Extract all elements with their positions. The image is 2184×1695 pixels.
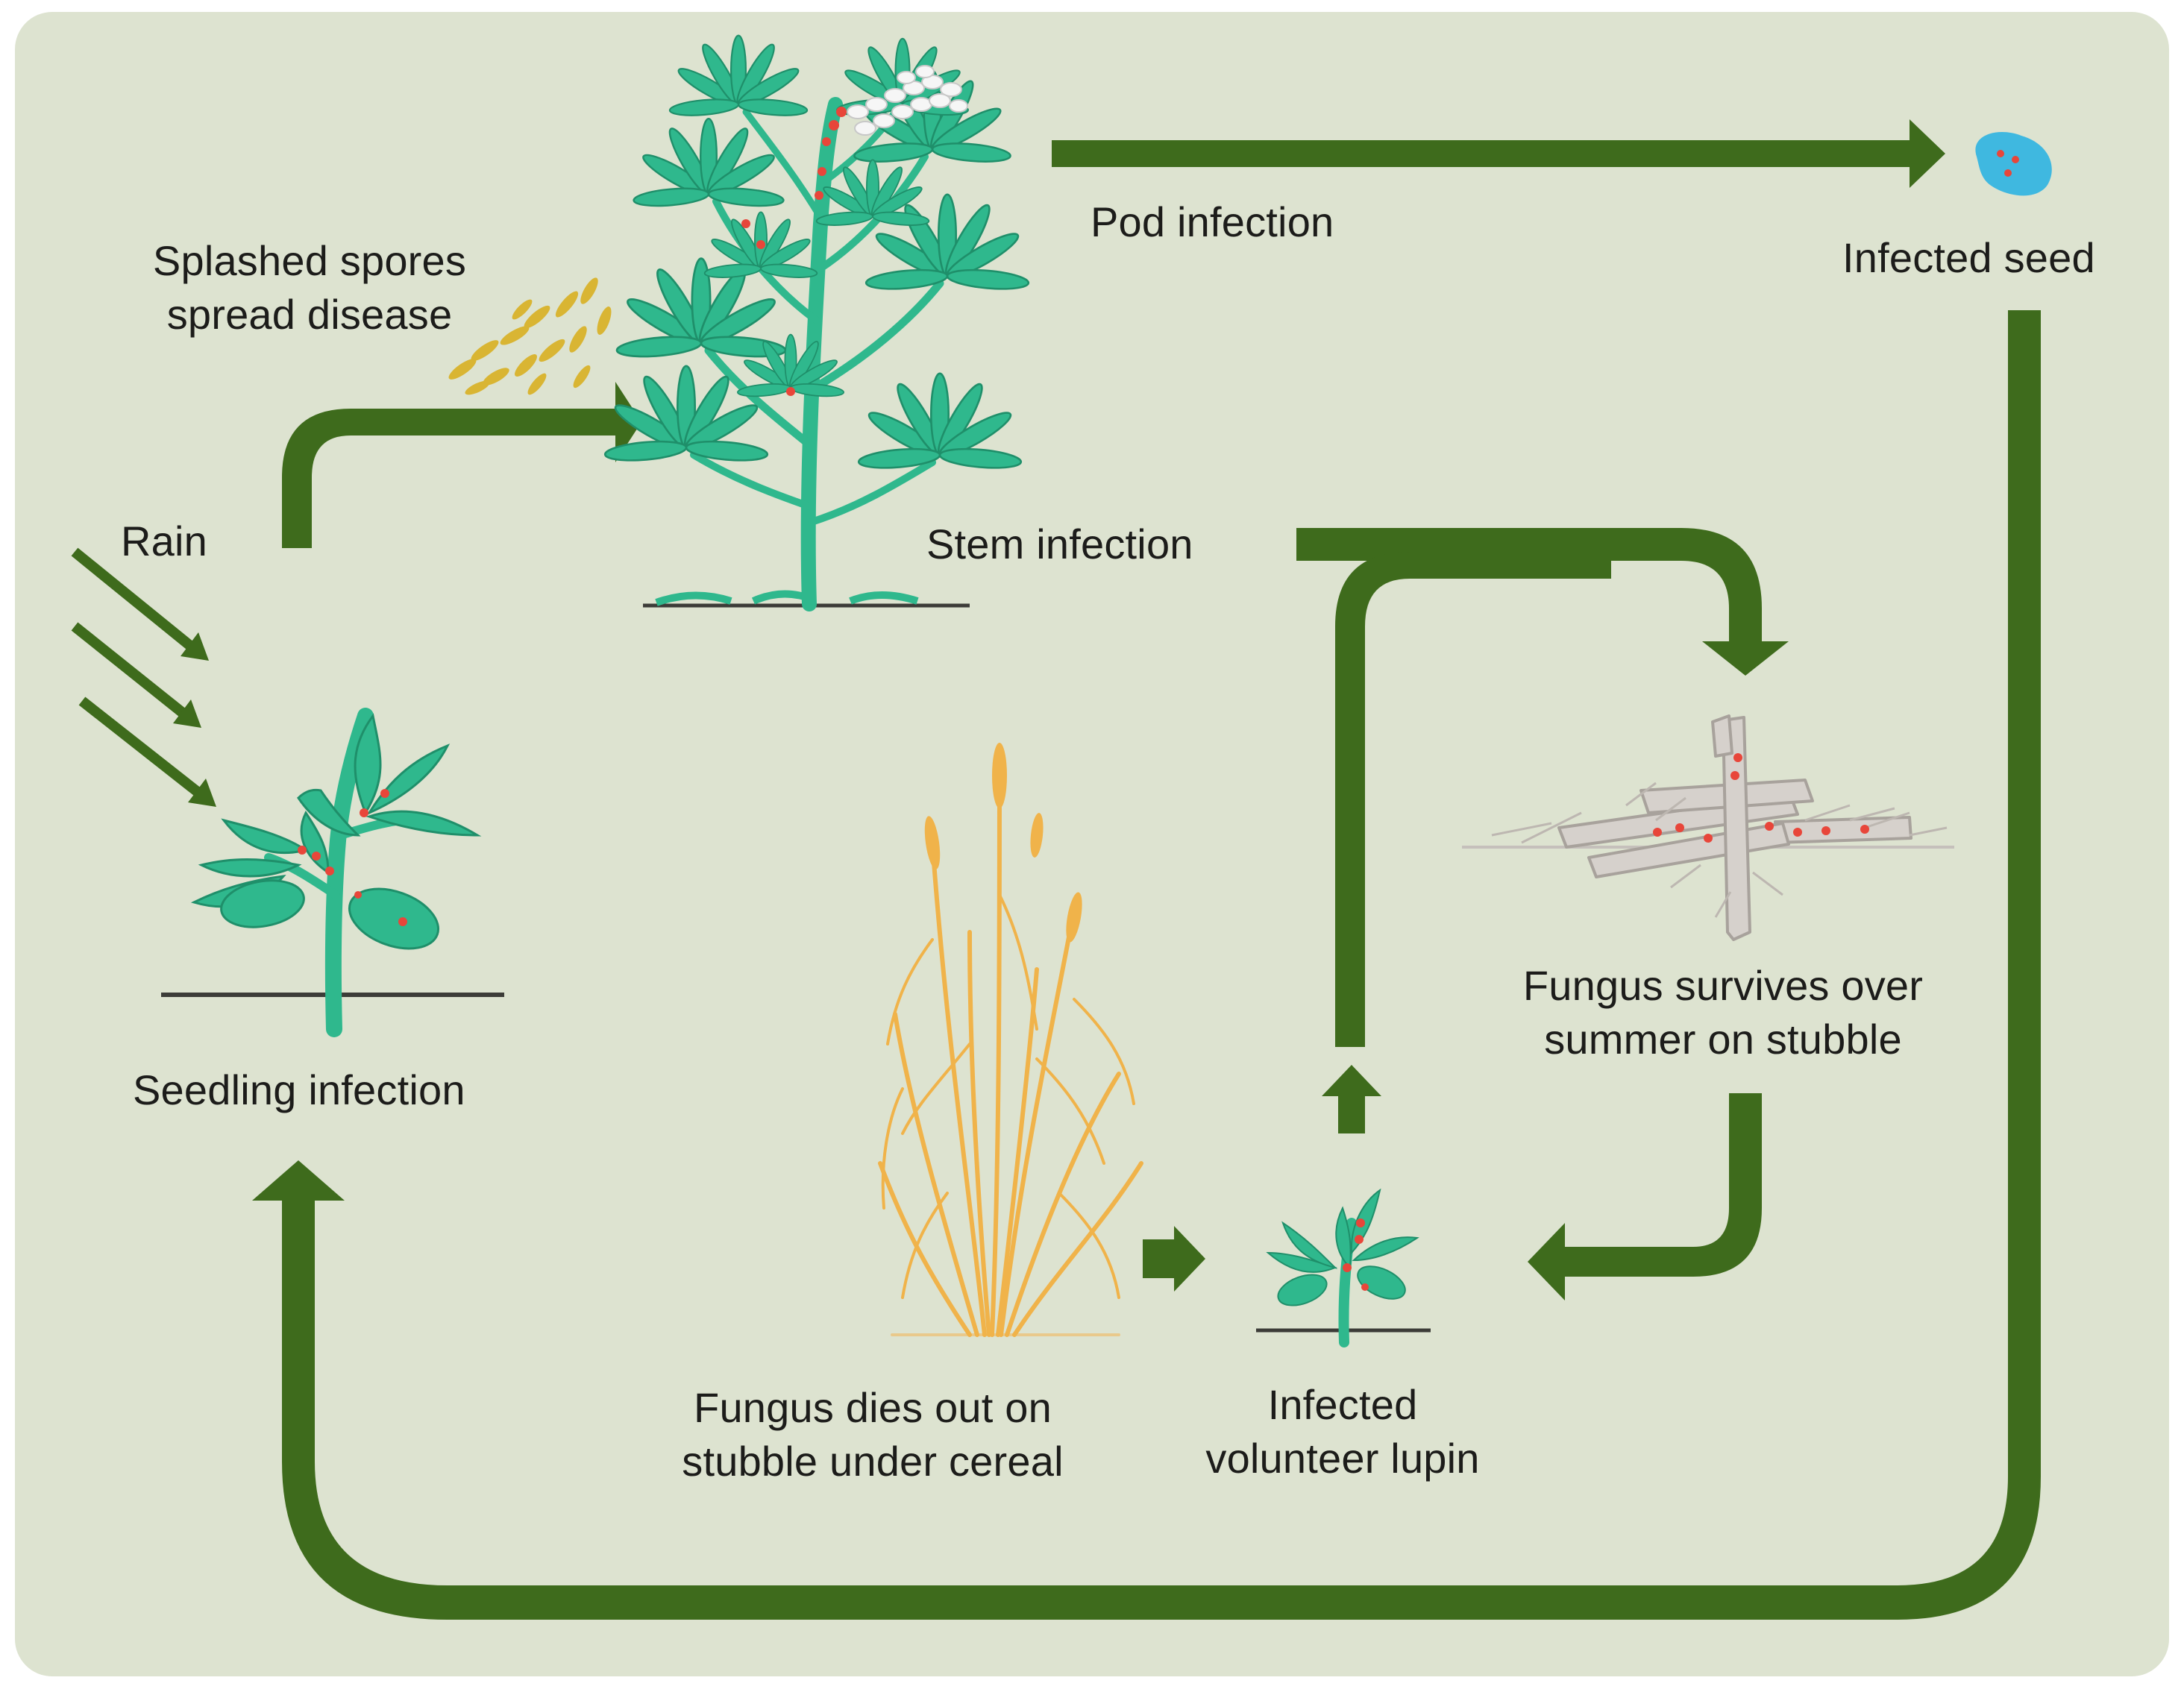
splashed-spores-line-2: spread disease	[166, 291, 453, 338]
fungus-dies-label: Fungus dies out on stubble under cereal	[656, 1381, 1089, 1488]
infected-seed-label: Infected seed	[1842, 234, 2095, 281]
stubble-icon	[1462, 714, 1954, 941]
splashed-spores-line-1: Splashed spores	[152, 237, 467, 284]
fungus-survives-label: Fungus survives over summer on stubble	[1499, 959, 1947, 1066]
splashed-spores-arrow	[282, 382, 641, 548]
volunteer-lupin-label: Infected volunteer lupin	[1186, 1378, 1499, 1485]
volunteer-to-stem-arrow	[1335, 552, 1611, 1047]
volunteer-lupin-line-2: volunteer lupin	[1205, 1435, 1480, 1482]
stubble-to-volunteer-arrow	[1528, 1093, 1762, 1301]
volunteer-lupin-line-1: Infected	[1267, 1381, 1418, 1428]
seedling-infection-label: Seedling infection	[133, 1066, 465, 1113]
fungus-dies-line-2: stubble under cereal	[682, 1438, 1064, 1485]
cereal-icon	[878, 743, 1143, 1337]
seedling-icon	[161, 708, 504, 1037]
stem-infection-label: Stem infection	[926, 521, 1193, 567]
pod-infection-arrow	[1052, 119, 1945, 188]
volunteer-lupin-icon	[1256, 1188, 1431, 1347]
seed-icon	[1975, 132, 2052, 196]
spores-icon	[448, 277, 612, 395]
rain-icon	[71, 547, 216, 807]
splashed-spores-label: Splashed spores spread disease	[134, 234, 485, 342]
small-up-arrow	[1322, 1065, 1381, 1133]
rain-label: Rain	[121, 518, 207, 565]
fungus-dies-line-1: Fungus dies out on	[694, 1384, 1052, 1431]
cycle-arrows	[71, 119, 2041, 1620]
tall-lupin-icon	[604, 36, 1029, 611]
fungus-survives-line-2: summer on stubble	[1544, 1016, 1902, 1063]
volunteer-to-cereal-arrow	[1143, 1226, 1205, 1292]
fungus-survives-line-1: Fungus survives over	[1522, 962, 1924, 1009]
pod-infection-label: Pod infection	[1091, 198, 1334, 245]
